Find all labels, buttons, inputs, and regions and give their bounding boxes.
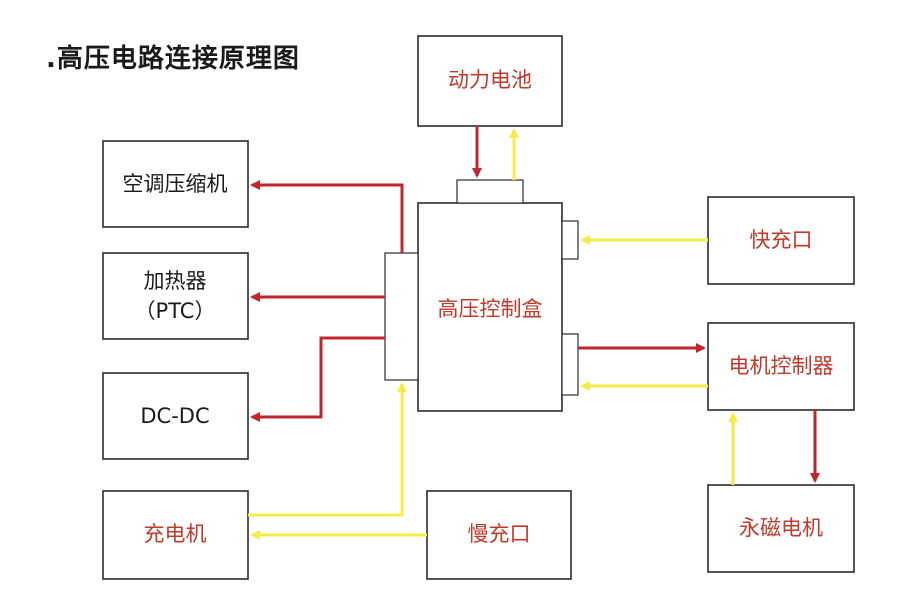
battery-label: 动力电池: [448, 68, 532, 92]
dcdc-label: DC-DC: [140, 404, 209, 428]
motor-box: 永磁电机: [707, 484, 855, 573]
compressor-label: 空调压缩机: [123, 172, 228, 196]
slow-charge-box: 慢充口: [426, 490, 572, 580]
wire-charger-to-pdu: [248, 382, 407, 517]
pdu-right-connector-upper: [561, 220, 579, 260]
slow-charge-label: 慢充口: [468, 522, 531, 546]
heater-box: 加热器 （PTC）: [102, 252, 249, 340]
pdu-label: 高压控制盒: [438, 297, 543, 321]
wire-pdu-to-compressor: [250, 180, 404, 253]
motor-label: 永磁电机: [739, 516, 823, 540]
pdu-right-connector-lower: [561, 333, 579, 396]
battery-box: 动力电池: [417, 35, 563, 127]
dcdc-box: DC-DC: [102, 372, 249, 460]
wire-pdu-to-dcdc: [250, 336, 385, 422]
fast-charge-label: 快充口: [750, 228, 813, 252]
diagram-title: .高压电路连接原理图: [46, 44, 300, 74]
pdu-box: 高压控制盒: [417, 202, 563, 412]
heater-label-line1: 加热器: [144, 269, 207, 293]
pdu-left-connector: [384, 252, 419, 381]
charger-label: 充电机: [144, 522, 207, 546]
motor-controller-box: 电机控制器: [707, 322, 855, 411]
charger-box: 充电机: [102, 490, 249, 580]
pdu-top-connector: [456, 179, 524, 204]
motor-controller-label: 电机控制器: [729, 354, 834, 378]
heater-label-line2: （PTC）: [135, 299, 216, 323]
compressor-box: 空调压缩机: [102, 140, 249, 228]
fast-charge-box: 快充口: [707, 196, 855, 285]
